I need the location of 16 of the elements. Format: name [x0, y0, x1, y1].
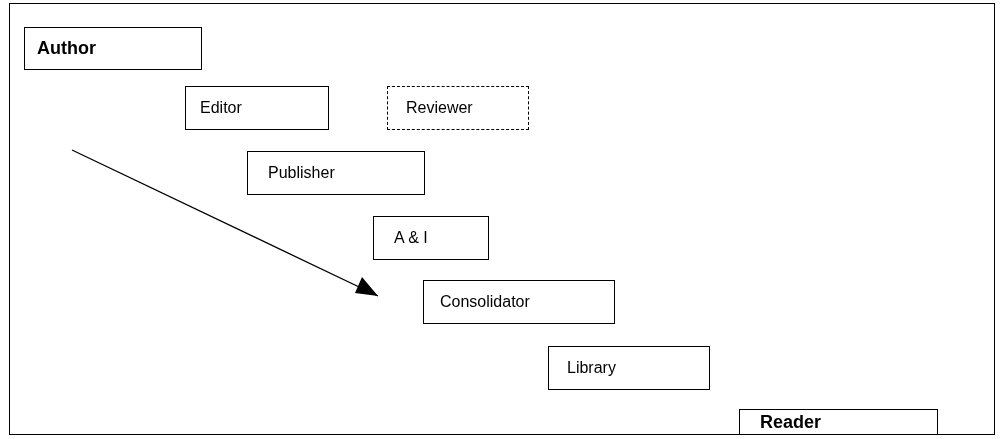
- role-box: [548, 346, 710, 390]
- role-label: Author: [37, 38, 96, 59]
- role-label: A & I: [394, 229, 428, 247]
- role-box: [247, 151, 425, 195]
- role-box: [373, 216, 489, 260]
- role-box: [24, 27, 202, 70]
- role-label: Editor: [200, 99, 242, 117]
- role-label: Library: [567, 359, 616, 377]
- role-label: Reader: [760, 411, 822, 433]
- role-label: Publisher: [268, 164, 335, 182]
- role-box: [739, 409, 938, 435]
- role-box: [423, 280, 615, 324]
- role-label: Reviewer: [406, 99, 473, 117]
- role-box: [185, 86, 329, 130]
- role-box: [387, 86, 529, 130]
- role-label: Consolidator: [440, 293, 530, 311]
